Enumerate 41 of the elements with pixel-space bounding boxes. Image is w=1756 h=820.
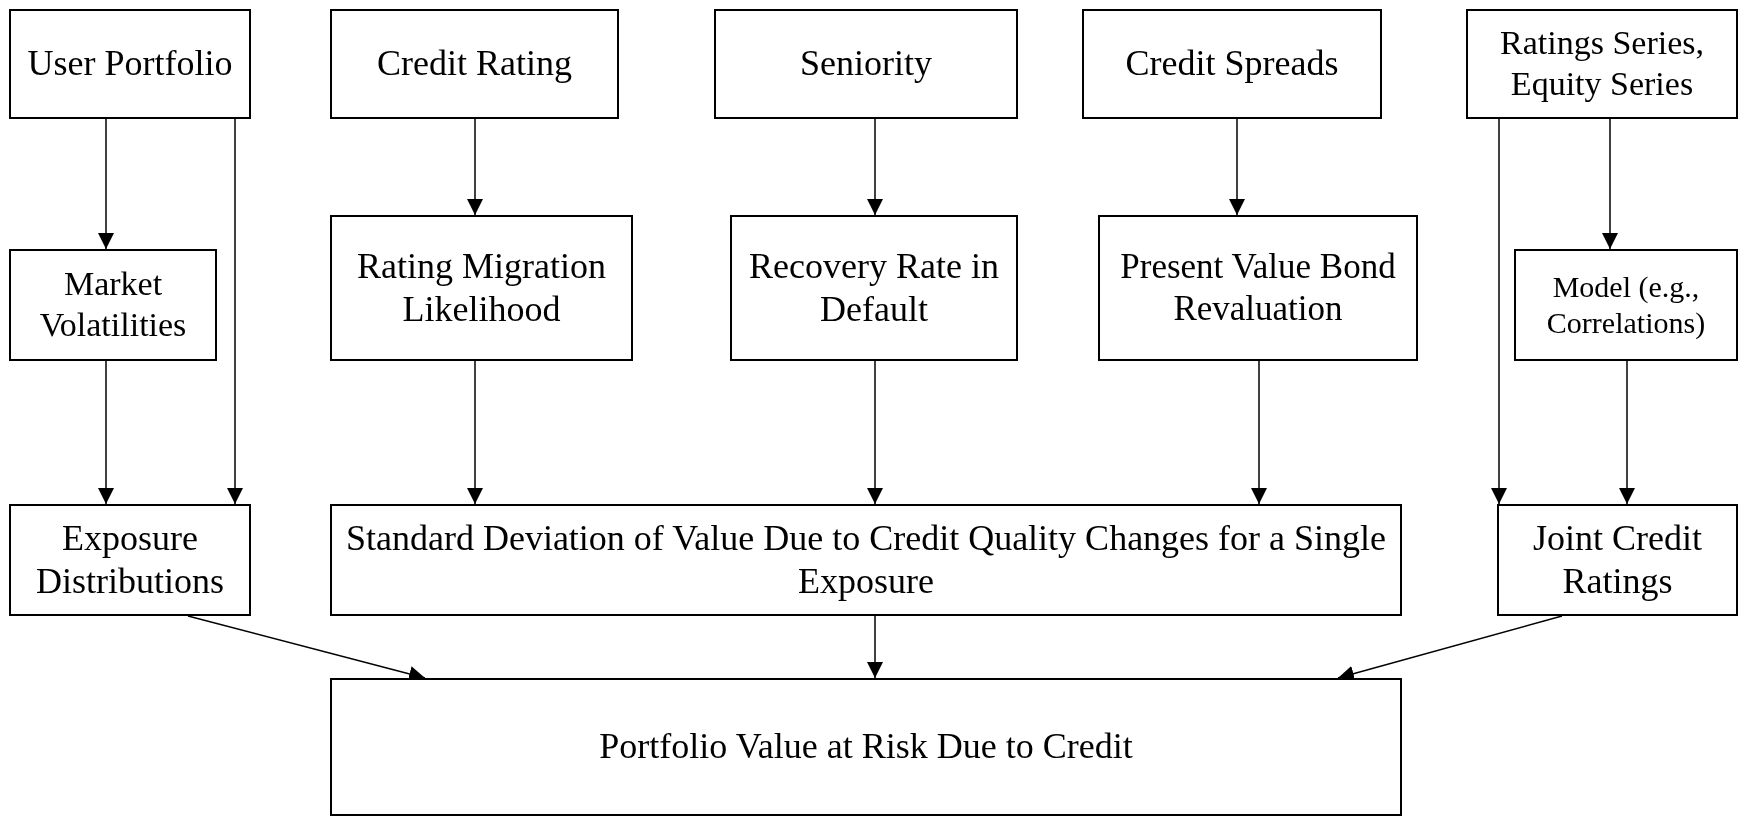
box-label: Credit Rating: [377, 42, 572, 86]
arrow: [1602, 118, 1618, 250]
box-label: Market Volatilities: [38, 264, 188, 345]
arrow: [467, 118, 483, 216]
arrow: [98, 360, 114, 505]
box-label: Seniority: [800, 42, 932, 86]
process-box: [730, 215, 1018, 361]
box-label: User Portfolio: [27, 42, 233, 86]
box-label: Credit Spreads: [1125, 42, 1339, 86]
process-box: [1098, 215, 1418, 361]
process-box: [330, 9, 619, 119]
box-label: Present Value Bond Revaluation: [1119, 246, 1397, 330]
arrow: [867, 360, 883, 505]
arrow: [1491, 118, 1507, 505]
arrow: [1229, 118, 1245, 216]
process-box: [330, 215, 633, 361]
process-box: [1082, 9, 1382, 119]
box-label: Rating Migration Likelihood: [356, 244, 607, 331]
process-box: [9, 9, 251, 119]
arrow: [1619, 360, 1635, 505]
process-box: [9, 249, 217, 361]
box-label: Recovery Rate in Default: [748, 244, 1000, 331]
box-label: Exposure Distributions: [35, 516, 225, 603]
process-box: [1466, 9, 1738, 119]
arrow: [98, 118, 114, 250]
box-label: Joint Credit Ratings: [1532, 516, 1703, 603]
arrow: [1251, 360, 1267, 505]
process-box: [330, 504, 1402, 616]
box-label: Standard Deviation of Value Due to Credit Quality Changes for a Single Exposure: [344, 516, 1388, 603]
process-box: [330, 678, 1402, 816]
arrow: [867, 615, 883, 679]
box-label: Ratings Series, Equity Series: [1499, 23, 1705, 104]
arrow: [467, 360, 483, 505]
process-box: [714, 9, 1018, 119]
box-label: Model (e.g., Correlations): [1545, 269, 1707, 341]
process-box: [1514, 249, 1738, 361]
process-box: [9, 504, 251, 616]
box-label: Portfolio Value at Risk Due to Credit: [599, 725, 1133, 769]
arrow: [227, 118, 243, 505]
process-box: [1497, 504, 1738, 616]
arrow: [867, 118, 883, 216]
